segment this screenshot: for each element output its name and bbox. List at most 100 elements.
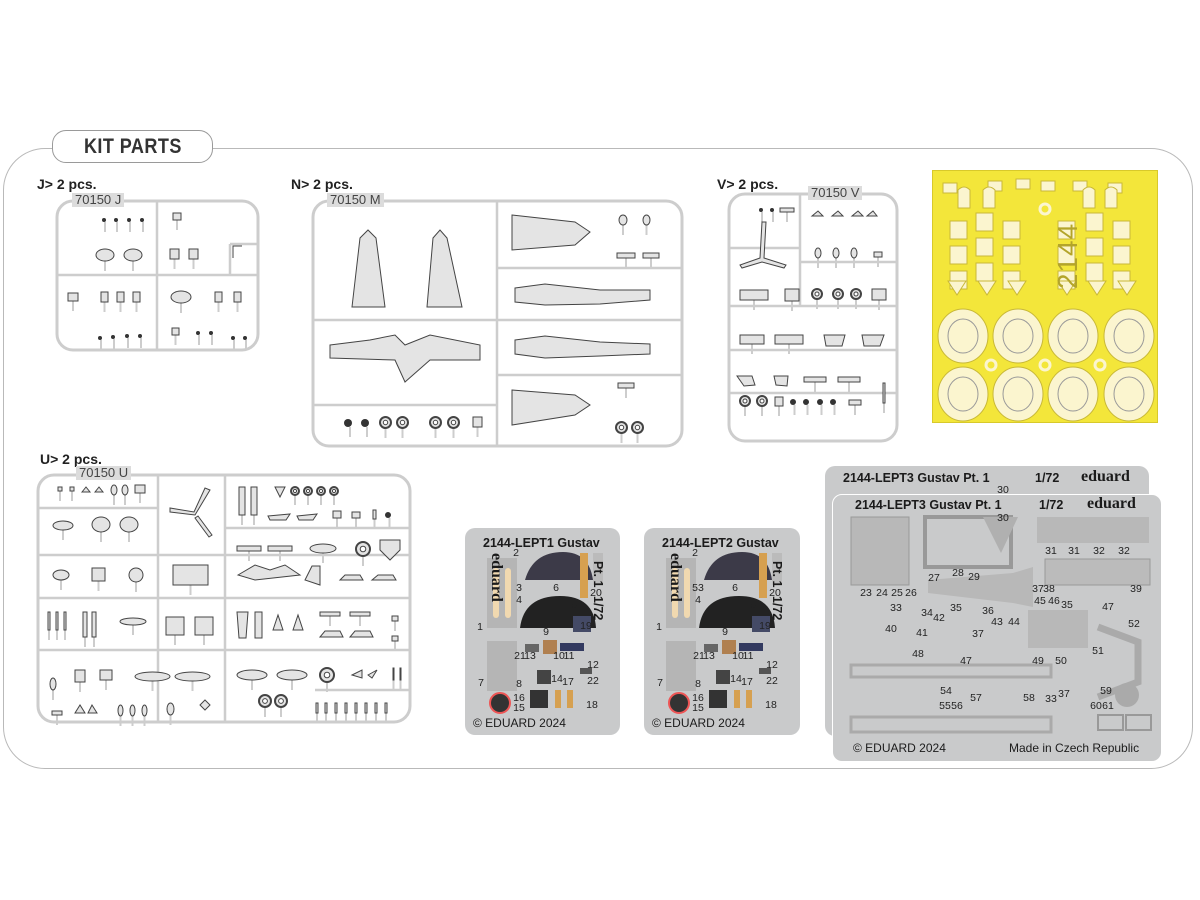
part [324, 702, 328, 714]
mask-window [1057, 220, 1076, 240]
part [172, 564, 209, 586]
part [1115, 683, 1139, 707]
mask-window [975, 212, 994, 232]
seatbelt-panel [487, 558, 517, 628]
part [770, 208, 774, 212]
part [850, 516, 910, 586]
fret-scale: 1/72 [770, 596, 784, 621]
part-number: 2 [692, 547, 698, 559]
part [74, 704, 86, 714]
part-number: 18 [586, 699, 598, 711]
part [567, 690, 573, 708]
part-number: 6 [732, 582, 738, 594]
part [832, 247, 840, 259]
part [141, 704, 148, 717]
wheel-hub [262, 698, 268, 704]
part-number: 32 [1118, 545, 1130, 557]
mask-window [1112, 245, 1131, 265]
part [774, 334, 804, 345]
part [238, 486, 246, 516]
part [351, 511, 361, 519]
marking-cross [668, 692, 690, 714]
part-number: 2 [513, 547, 519, 559]
part [810, 210, 825, 217]
part [236, 545, 262, 552]
part [165, 616, 185, 636]
part [209, 331, 213, 335]
part [82, 611, 88, 638]
part [318, 630, 344, 638]
seatbelt [505, 568, 511, 618]
mask-wheel [1103, 308, 1155, 364]
wheel-hub [292, 488, 298, 494]
part-number: 11 [563, 650, 575, 662]
mask-window [1087, 280, 1107, 296]
part-number: 10 [553, 650, 565, 662]
part-number: 16 [692, 692, 704, 704]
photo-etch-fret-3: 2144-LEPT3 Gustav Pt. 1 1/72 eduard © ED… [832, 494, 1162, 762]
part [593, 553, 603, 585]
part [1044, 558, 1151, 586]
sprue-v-code: 70150 V [808, 186, 863, 200]
wheel-hub [323, 671, 331, 679]
part [384, 702, 388, 714]
part [196, 331, 200, 335]
part [543, 640, 557, 654]
part [292, 613, 304, 631]
sprue-u [36, 473, 412, 726]
part [391, 635, 399, 642]
wheel-hub [814, 291, 820, 297]
part [739, 221, 787, 269]
mask-ring [984, 358, 998, 372]
part [642, 214, 651, 226]
seatbelt-panel [666, 558, 696, 628]
part [117, 704, 124, 717]
part-number: 15 [513, 702, 525, 714]
part [91, 516, 111, 533]
part [174, 671, 211, 682]
fret-copyright: © EDUARD 2024 [652, 716, 745, 730]
part [850, 210, 865, 217]
part [759, 668, 771, 674]
part [199, 699, 211, 711]
mask-wheel-hub [1057, 318, 1089, 354]
part [166, 702, 175, 716]
part [882, 382, 886, 404]
part-number: 22 [587, 675, 599, 687]
part [861, 334, 885, 347]
part [739, 289, 769, 301]
part-number: 50 [1055, 655, 1067, 667]
part [616, 252, 636, 259]
part-number: 3 [516, 582, 522, 594]
part [51, 710, 63, 716]
mask-ring [1038, 202, 1052, 216]
mask-window [957, 186, 971, 209]
part-number: 12 [587, 659, 599, 671]
part-number: 5 [750, 599, 756, 611]
part-number: 33 [1045, 693, 1057, 705]
part-number: 33 [890, 602, 902, 614]
wheel-hub [432, 419, 439, 426]
wheel-hub [853, 291, 859, 297]
seatbelt [672, 568, 678, 618]
part [52, 569, 70, 581]
part-number: 52 [1128, 618, 1140, 630]
part-number: 41 [916, 627, 928, 639]
kit-parts-frame [3, 148, 1193, 769]
wheel-hub [450, 419, 457, 426]
part [487, 641, 517, 691]
part [784, 288, 800, 302]
sprue-n [311, 199, 684, 448]
part [233, 291, 242, 303]
part [80, 486, 92, 493]
part [849, 663, 1053, 679]
part-number: 45 [1034, 595, 1046, 607]
part [236, 611, 249, 639]
part-number: 27 [928, 572, 940, 584]
wheel-hub [331, 488, 337, 494]
part-number: 21 [693, 650, 705, 662]
part [74, 669, 86, 683]
part [560, 643, 584, 651]
part [722, 640, 736, 654]
part [114, 218, 118, 222]
